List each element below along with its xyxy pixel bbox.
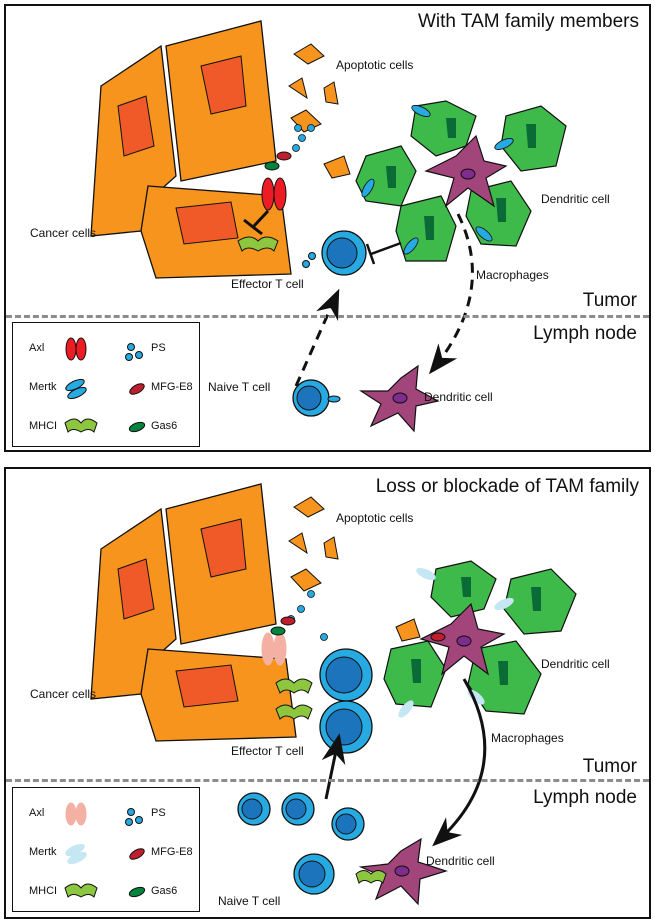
ps-dots-bottom	[287, 590, 328, 641]
macrophages-label: Macrophages	[476, 268, 549, 282]
top-scene	[90, 20, 567, 433]
dendritic-cell-label: Dendritic cell	[541, 192, 610, 206]
dc-migration-arrow-top	[428, 213, 474, 375]
dendritic-cell-tumor-top	[424, 134, 508, 208]
mhci-bottom	[275, 678, 313, 720]
axl-faded-bottom	[261, 632, 287, 666]
tumor-lymph-divider	[6, 315, 649, 318]
dendritic-cell-label: Dendritic cell	[541, 657, 610, 671]
panel-heading: With TAM family members	[418, 11, 639, 32]
gas6-bottom	[270, 616, 296, 636]
effector-t-cell-label: Effector T cell	[231, 277, 304, 291]
gas6-icon	[128, 886, 146, 898]
dendritic-cell-lymph-label: Dendritic cell	[424, 390, 493, 404]
tumor-region-label: Tumor	[582, 756, 637, 777]
naive-t-cell-top	[292, 379, 341, 417]
axl-faded-icon	[65, 802, 87, 826]
macrophages-label: Macrophages	[491, 731, 564, 745]
axl-icon	[65, 337, 87, 361]
axl-receptor-top	[261, 177, 287, 211]
mertk-faded-icon	[65, 843, 87, 865]
effector-t-cell-label: Effector T cell	[231, 744, 304, 758]
legend-mertk-label: Mertk	[29, 381, 57, 393]
legend-ps-label: PS	[151, 342, 166, 354]
mfge8-icon	[129, 383, 145, 395]
apoptotic-cells-label: Apoptotic cells	[336, 58, 414, 72]
legend-axl-label: Axl	[29, 342, 45, 354]
macrophages-top	[355, 100, 567, 262]
apoptotic-cells-label: Apoptotic cells	[336, 511, 414, 525]
legend-axl-label: Axl	[29, 807, 45, 819]
legend-ps-label: PS	[151, 807, 166, 819]
legend-mfge8-label: MFG-E8	[151, 381, 193, 393]
macrophages-bottom	[383, 560, 577, 715]
legend-gas6-label: Gas6	[151, 885, 178, 897]
effector-t-cell-top	[302, 230, 367, 276]
dendritic-cell-lymph-bottom	[355, 837, 448, 906]
lymph-node-region-label: Lymph node	[533, 323, 637, 344]
apoptotic-cells-bottom	[288, 496, 421, 642]
mhci-top	[237, 236, 279, 252]
naive-t-cell-label: Naive T cell	[218, 894, 281, 908]
legend-mhci-label: MHCI	[29, 420, 58, 432]
lymph-node-region-label: Lymph node	[533, 787, 637, 808]
ps-icon	[125, 343, 143, 361]
legend-mfge8-label: MFG-E8	[151, 846, 193, 858]
legend-gas6-label: Gas6	[151, 420, 178, 432]
legend-glyphs	[64, 802, 146, 898]
mhci-icon	[64, 883, 98, 898]
tumor-region-label: Tumor	[582, 290, 637, 311]
legend: Axl Mertk MHCI PS MFG-E8 Gas6	[12, 787, 200, 912]
effector-t-cells-bottom	[319, 648, 373, 754]
legend: Axl Mertk MHCI PS MFG-E8 Gas6	[12, 322, 200, 447]
mertk-icon	[65, 378, 87, 400]
cancer-cells-label: Cancer cells	[30, 226, 97, 240]
mfge8-icon	[129, 848, 145, 860]
mertk-receptors-top	[361, 105, 514, 255]
naive-t-cells-bottom	[237, 792, 365, 895]
dendritic-cell-lymph-top	[358, 364, 440, 433]
dendritic-cell-lymph-label: Dendritic cell	[426, 854, 495, 868]
dendritic-cell-tumor-bottom	[419, 602, 506, 676]
cancer-cells-top	[90, 20, 292, 279]
gas6-top	[264, 151, 292, 171]
bottom-scene	[90, 483, 577, 906]
naive-to-effector-arrow-top	[294, 288, 340, 387]
gas6-icon	[128, 421, 146, 433]
naive-t-cell-label: Naive T cell	[208, 380, 271, 394]
ps-dots-top	[292, 124, 315, 152]
panel-with-tam: With TAM family members Apoptotic cells …	[4, 4, 651, 452]
tumor-lymph-divider	[6, 779, 649, 782]
legend-glyphs	[64, 337, 146, 433]
panel-heading: Loss or blockade of TAM family	[375, 476, 639, 497]
mhci-icon	[64, 418, 98, 433]
cancer-cells-bottom	[90, 483, 297, 742]
ps-icon	[125, 808, 143, 826]
panel-loss-of-tam: Loss or blockade of TAM family Apoptotic…	[4, 467, 651, 919]
naive-to-effector-arrow-bottom	[321, 733, 346, 800]
dc-migration-arrow-bottom	[432, 678, 487, 847]
cancer-cells-label: Cancer cells	[30, 687, 97, 701]
legend-mhci-label: MHCI	[29, 885, 58, 897]
legend-mertk-label: Mertk	[29, 846, 57, 858]
